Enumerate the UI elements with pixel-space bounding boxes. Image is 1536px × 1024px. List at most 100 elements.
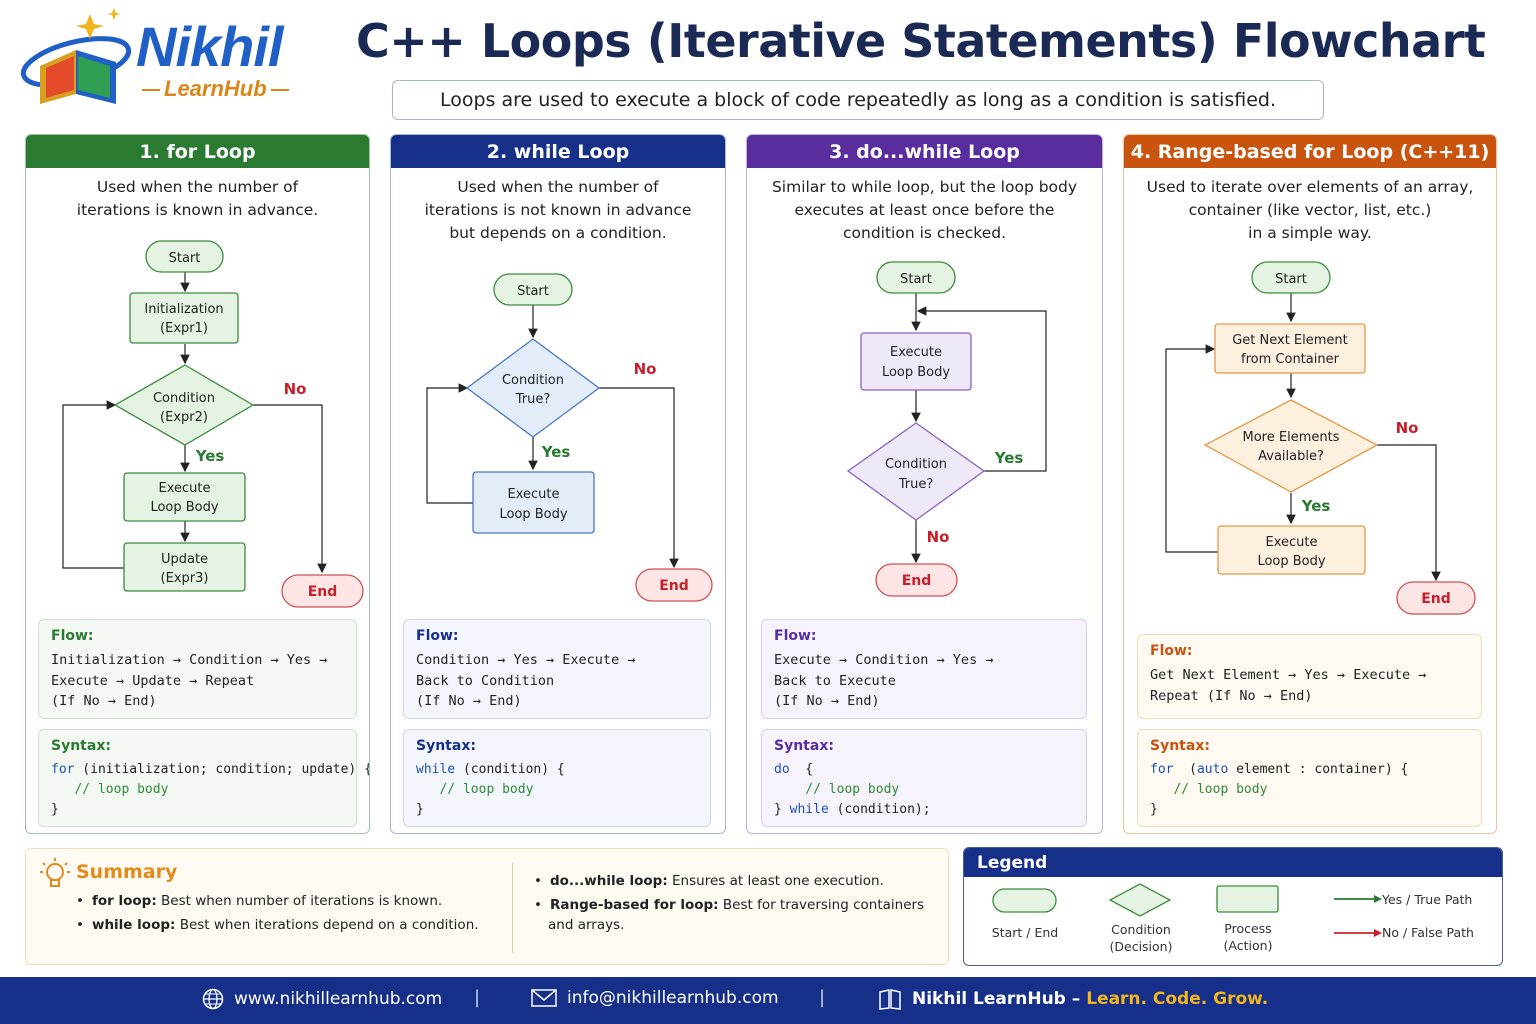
execute-node: Execute Loop Body [123,472,246,522]
init-node: Initialization (Expr1) [129,292,239,344]
svg-text:End: End [659,578,689,594]
desc-line: Used when the number of [457,178,659,196]
panel-for-loop: 1. for Loop Used when the number of iter… [25,134,370,834]
subtitle-text: Loops are used to execute a block of cod… [440,89,1276,111]
desc-line: condition is checked. [842,224,1007,242]
update-node: Update (Expr3) [123,542,246,592]
panel-description: Used when the number of iterations is no… [391,176,725,245]
syntax-box: Syntax: for (auto element : container) {… [1137,729,1482,827]
start-end-shape [992,888,1057,913]
svg-text:True?: True? [898,477,934,492]
end-node: End [1396,581,1476,615]
flow-label: Flow: [416,628,459,644]
desc-line: but depends on a condition. [449,224,667,242]
yes-label: Yes [994,449,1024,467]
no-label: No [1396,419,1419,437]
syntax-box: Syntax: for (initialization; condition; … [38,729,369,827]
desc-line: executes at least once before the [794,201,1055,219]
summary-item: Range-based for loop: Best for traversin… [534,893,924,917]
no-label: No [634,360,657,378]
svg-text:Start: Start [517,284,549,299]
get-next-node: Get Next Element from Container [1214,323,1366,374]
summary-item: do...while loop: Ensures at least one ex… [534,869,924,893]
flow-text: Get Next Element → Yes → Execute → Repea… [1150,667,1427,704]
panel-title: 1. for Loop [26,135,369,168]
svg-text:(Expr3): (Expr3) [161,571,209,586]
summary-item-continued: and arrays. [548,917,625,933]
syntax-code: while (condition) { // loop body } [416,762,565,817]
footer-email[interactable]: info@nikhillearnhub.com [531,988,779,1008]
svg-text:Condition: Condition [502,373,564,388]
desc-line: in a simple way. [1248,224,1372,242]
svg-text:Execute: Execute [890,345,942,360]
svg-text:Loop Body: Loop Body [150,500,218,515]
summary-title: Summary [76,861,178,883]
condition-node: Condition (Expr2) [113,364,255,446]
email-text[interactable]: info@nikhillearnhub.com [567,988,779,1008]
yes-label: Yes [195,447,225,465]
book-logo-icon [20,8,132,104]
desc-line: iterations is known in advance. [76,201,319,219]
website-text[interactable]: www.nikhillearnhub.com [234,989,443,1009]
svg-text:from Container: from Container [1241,352,1340,367]
svg-text:Available?: Available? [1258,449,1324,464]
svg-text:Execute: Execute [159,481,211,496]
svg-text:Execute: Execute [1266,535,1318,550]
desc-line: container (like vector, list, etc.) [1188,201,1432,219]
desc-line: Similar to while loop, but the loop body [771,178,1078,196]
svg-text:(Expr1): (Expr1) [160,321,208,336]
desc-line: iterations is not known in advance [424,201,692,219]
flow-text: Condition → Yes → Execute → Back to Cond… [416,652,636,709]
flow-box: Flow: Get Next Element → Yes → Execute →… [1137,634,1482,719]
page-subtitle: Loops are used to execute a block of cod… [392,80,1324,120]
legend-box: Legend Start / End Condition(Decision) P… [963,847,1503,966]
no-label: No [927,528,950,546]
flow-label: Flow: [774,628,817,644]
no-label: No [284,380,307,398]
process-shape [1216,885,1279,913]
svg-text:End: End [902,573,932,589]
logo-name: Nikhil [136,15,283,78]
flow-label: Flow: [51,628,94,644]
condition-node: More Elements Available? [1203,399,1379,493]
summary-list-left: for loop: Best when number of iterations… [76,889,479,937]
mail-icon [531,989,557,1007]
svg-text:(Expr2): (Expr2) [160,410,208,425]
svg-text:End: End [308,584,338,600]
globe-icon [202,988,224,1010]
panel-description: Similar to while loop, but the loop body… [747,176,1102,245]
svg-text:Condition: Condition [153,391,215,406]
footer-separator: | [819,987,826,1008]
start-node: Start [876,261,956,294]
legend-start-end-label: Start / End [991,925,1059,940]
flow-box: Flow: Initialization → Condition → Yes →… [38,619,357,719]
yes-label: Yes [1301,497,1331,515]
end-node: End [635,568,713,602]
tagline-text: Learn. Code. Grow. [1086,989,1269,1009]
end-node: End [281,574,364,608]
svg-text:True?: True? [515,392,551,407]
summary-list-right: do...while loop: Ensures at least one ex… [534,869,924,917]
page-title: C++ Loops (Iterative Statements) Flowcha… [356,14,1486,68]
execute-node: Execute Loop Body [1217,525,1366,575]
svg-text:Get Next Element: Get Next Element [1232,333,1348,348]
lightbulb-icon [40,858,70,887]
panel-range-based-for-loop: 4. Range-based for Loop (C++11) Used to … [1123,134,1497,834]
panel-title: 4. Range-based for Loop (C++11) [1124,135,1496,168]
desc-line: Used to iterate over elements of an arra… [1146,178,1474,196]
summary-box: Summary for loop: Best when number of it… [25,848,949,965]
syntax-code: do { // loop body } while (condition); [774,762,931,817]
syntax-label: Syntax: [1150,738,1210,754]
brand-dash: – [1065,989,1087,1009]
flow-box: Flow: Execute → Condition → Yes → Back t… [761,619,1087,719]
footer-website[interactable]: www.nikhillearnhub.com [202,988,442,1010]
book-icon [879,989,901,1010]
condition-node: Condition True? [465,338,601,438]
desc-line: Used when the number of [96,178,299,196]
svg-text:Condition: Condition [885,457,947,472]
legend-process-label: Process(Action) [1223,921,1273,953]
svg-text:More Elements: More Elements [1243,430,1340,445]
syntax-code: for (auto element : container) { // loop… [1150,762,1409,817]
legend-no-label: No / False Path [1382,925,1474,940]
syntax-label: Syntax: [416,738,476,754]
